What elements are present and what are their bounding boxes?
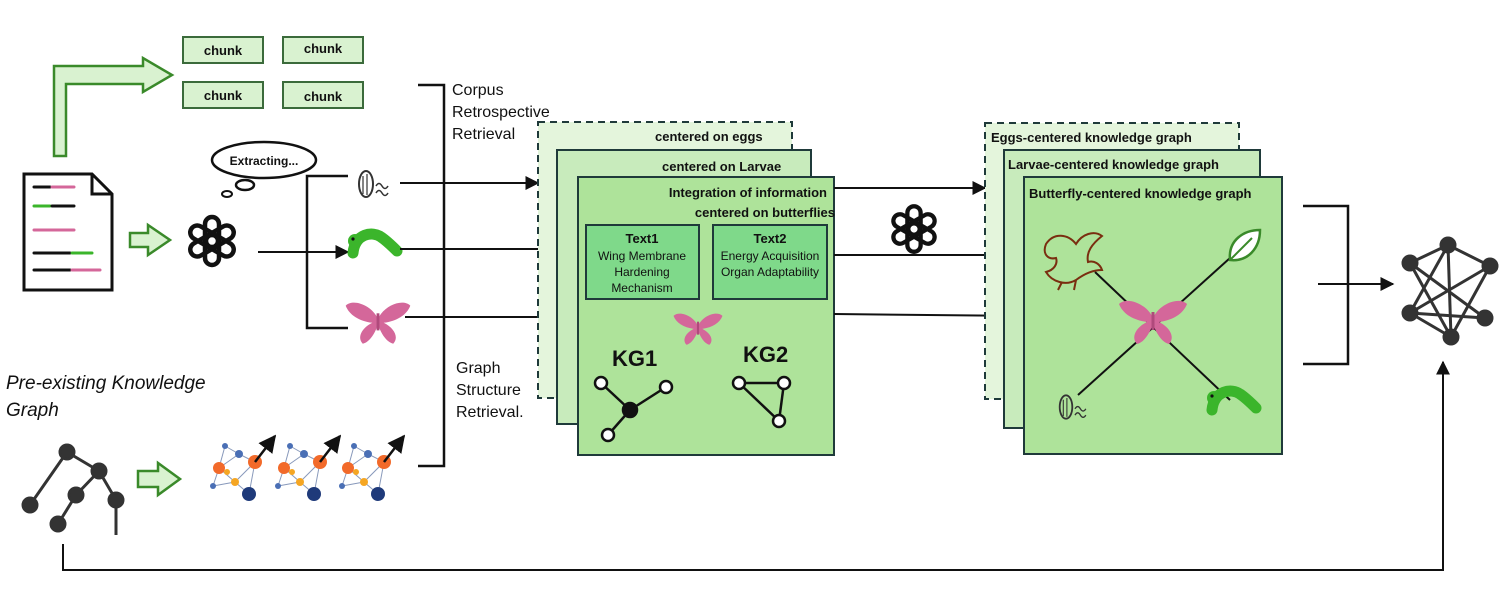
butterfly-panel: Integration of information centered on b… [577,176,835,456]
text1-box: Text1 Wing Membrane Hardening Mechanism [585,224,700,300]
thought-cloud: Extracting... [210,140,318,198]
svg-text:Organ Adaptability: Organ Adaptability [721,265,819,279]
document-icon [22,172,114,292]
svg-text:centered on eggs: centered on eggs [655,129,763,144]
graph-retrieval-label: Graph Structure Retrieval. [456,360,524,421]
svg-text:chunk: chunk [204,88,243,103]
preexisting-kg-label: Pre-existing Knowledge Graph [6,373,206,421]
svg-text:chunk: chunk [204,43,243,58]
svg-text:Energy Acquisition: Energy Acquisition [721,249,820,263]
kg1-graph [593,375,674,443]
butterfly-kg-panel: Butterfly-centered knowledge graph [1023,176,1283,455]
svg-text:Retrieval: Retrieval [452,126,515,143]
subgraph-icon [275,436,340,501]
svg-text:centered on Larvae: centered on Larvae [662,159,781,174]
svg-text:Extracting...: Extracting... [230,154,299,168]
network-icon [1401,236,1499,346]
chunk-box: chunk [182,81,264,109]
svg-text:Corpus: Corpus [452,82,504,99]
subgraph-icon [210,436,275,501]
svg-text:chunk: chunk [304,89,343,104]
svg-text:Graph: Graph [456,360,500,377]
svg-text:Text1: Text1 [626,231,659,246]
svg-text:chunk: chunk [304,41,343,56]
leaf-icon [1228,228,1262,262]
butterfly-icon [345,302,411,344]
svg-text:Wing Membrane: Wing Membrane [598,249,686,263]
svg-text:Larvae-centered knowledge gr: Larvae-centered knowledge graph [1008,157,1219,172]
egg-icon [358,170,389,198]
corpus-retrieval-label: Corpus Retrospective Retrieval [452,82,550,143]
subgraph-icon [339,436,404,501]
feedback-arrow [62,360,1450,571]
svg-text:Integration of information: Integration of information [669,185,827,200]
chunk-box: chunk [182,36,264,64]
svg-text:Retrieval.: Retrieval. [456,404,524,421]
svg-text:Mechanism: Mechanism [611,281,672,295]
svg-text:Structure: Structure [456,382,521,399]
svg-text:Butterfly-centered knowledge: Butterfly-centered knowledge graph [1029,186,1252,201]
svg-text:Pre-existing Knowledge: Pre-existing Knowledge [6,373,206,394]
svg-text:Graph: Graph [6,400,59,421]
kg2-label: KG2 [743,342,788,367]
chunk-group: chunk chunk chunk chunk [182,36,364,109]
openai-logo-icon [188,217,237,265]
chunk-box: chunk [282,36,364,64]
green-right-arrow [136,460,183,498]
svg-text:Hardening: Hardening [614,265,669,279]
svg-text:Eggs-centered knowledge grap: Eggs-centered knowledge graph [991,130,1192,145]
caterpillar-icon [348,234,397,253]
green-right-arrow [128,222,173,258]
svg-text:centered on butterflies: centered on butterflies [695,205,835,220]
kg1-label: KG1 [612,346,657,371]
tree-graph-icon [21,443,125,535]
bird-icon [1043,232,1104,291]
svg-text:Text2: Text2 [754,231,787,246]
kg2-graph [731,375,792,429]
chunk-box: chunk [282,81,364,109]
openai-logo-icon [891,206,937,252]
text2-box: Text2 Energy Acquisition Organ Adaptabil… [712,224,828,300]
retrieval-bracket [418,83,446,468]
green-elbow-arrow [52,55,175,158]
svg-text:Retrospective: Retrospective [452,104,550,121]
